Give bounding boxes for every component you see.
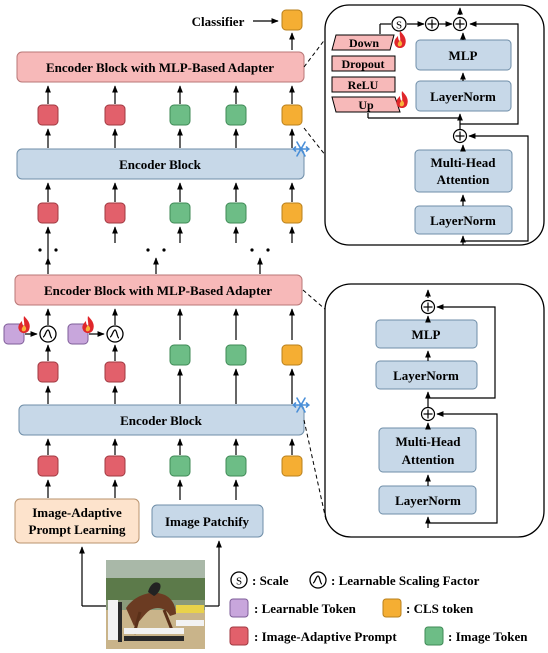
token-row-4 xyxy=(37,455,303,477)
adapter-layernorm-top-label: LayerNorm xyxy=(430,89,496,104)
enc-layernorm-top-label: LayerNorm xyxy=(393,368,459,383)
adapter-mha-line1: Multi-Head xyxy=(431,155,497,170)
image-patchify-box xyxy=(151,504,264,538)
enc-residual-add-mid xyxy=(420,406,436,422)
residual-add-mid xyxy=(452,128,468,144)
image-patchify-label: Image Patchify xyxy=(165,514,250,529)
adapter-mha-line2: Attention xyxy=(437,172,490,187)
token-row-1 xyxy=(37,104,303,126)
ellipsis-dots xyxy=(38,248,270,252)
enc-layernorm-top xyxy=(375,360,478,390)
residual-add-top xyxy=(452,16,468,32)
encoder-block-mid xyxy=(16,148,305,180)
adapter-relu: ReLU xyxy=(348,78,379,92)
legend-cls-swatch xyxy=(382,598,402,618)
enc-residual-add-top xyxy=(420,299,436,315)
legend-scaling-factor: : Learnable Scaling Factor xyxy=(331,573,480,588)
encoder-block-mid-label: Encoder Block xyxy=(119,157,202,172)
input-image xyxy=(106,560,205,649)
legend-learnable-swatch xyxy=(229,598,249,618)
adapter-mlp-label: MLP xyxy=(449,48,478,63)
classifier-cls-token xyxy=(281,9,303,31)
prompt-learning-line1: Image-Adaptive xyxy=(32,505,122,520)
prompt-learning-line2: Prompt Learning xyxy=(29,522,126,537)
scaling-factor-2 xyxy=(106,325,124,343)
legend-scale: : Scale xyxy=(252,573,289,588)
legend-scale-icon xyxy=(230,571,248,589)
legend-image-token: : Image Token xyxy=(448,629,528,644)
adapter-block-top-label: Encoder Block with MLP-Based Adapter xyxy=(46,60,274,75)
adapter-stack: Down Dropout ReLU Up xyxy=(331,31,408,113)
scaling-factor-1 xyxy=(39,325,57,343)
legend-image-swatch xyxy=(424,626,444,646)
enc-mha-line1: Multi-Head xyxy=(396,434,462,449)
top-arrows-row1 xyxy=(45,85,295,104)
adapter-block-bottom xyxy=(14,274,303,306)
legend-learnable-token: : Learnable Token xyxy=(254,601,357,616)
enc-mha-line2: Attention xyxy=(402,452,455,467)
enc-layernorm-bottom-label: LayerNorm xyxy=(395,493,461,508)
classifier-label: Classifier xyxy=(192,14,245,29)
legend: S : Scale : Learnable Scaling Factor : L… xyxy=(229,571,528,646)
prompt-learning-box xyxy=(14,498,140,544)
legend-scaling-icon xyxy=(309,571,327,589)
adapter-down: Down xyxy=(349,36,379,50)
scale-symbol: S xyxy=(391,16,407,32)
adapter-layernorm-bottom-label: LayerNorm xyxy=(430,213,496,228)
encoder-block-bottom-label: Encoder Block xyxy=(120,413,203,428)
adapter-dropout: Dropout xyxy=(341,57,384,71)
svg-text:S: S xyxy=(396,20,402,32)
legend-image-adaptive-prompt: : Image-Adaptive Prompt xyxy=(254,629,397,644)
legend-cls-token: : CLS token xyxy=(406,601,474,616)
adapter-block-bottom-label: Encoder Block with MLP-Based Adapter xyxy=(44,283,272,298)
svg-text:S: S xyxy=(236,576,242,588)
enc-mlp-label: MLP xyxy=(412,327,441,342)
token-row-3 xyxy=(37,344,303,383)
adapter-add xyxy=(424,16,440,32)
legend-prompt-swatch xyxy=(229,626,249,646)
token-row-2 xyxy=(37,202,303,224)
adapter-up: Up xyxy=(358,98,374,112)
